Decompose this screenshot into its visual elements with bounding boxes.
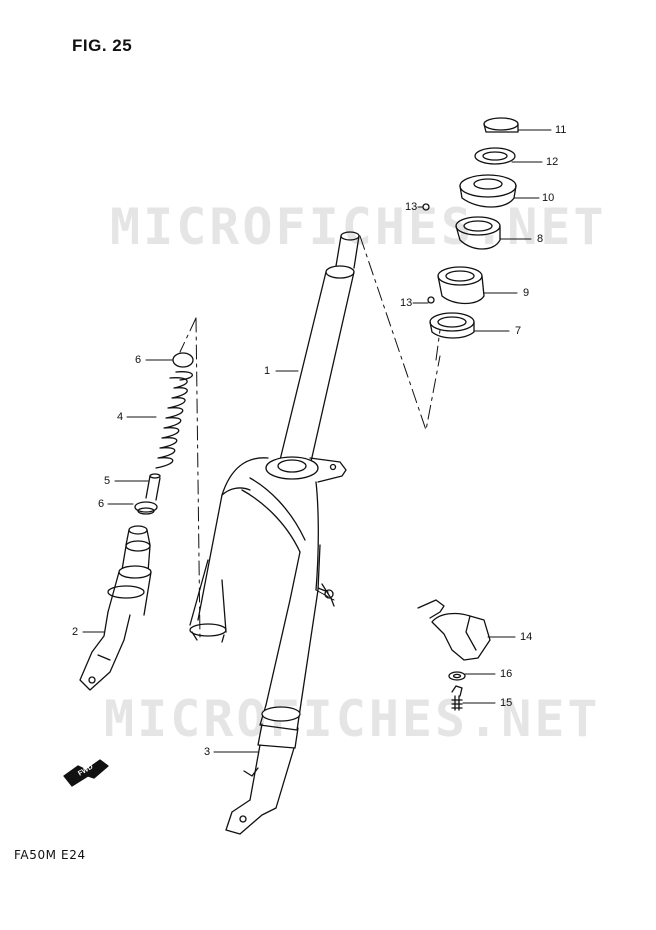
callout-15: 15 [500,697,513,709]
part-3-fork-leg [225,704,301,835]
callout-2: 2 [72,626,79,638]
callout-14: 14 [520,631,533,643]
callout-7: 7 [515,325,522,337]
callout-4: 4 [117,411,124,423]
fwd-arrow-icon [63,759,109,787]
part-2-fork-leg [79,525,152,691]
callout-12: 12 [546,156,559,168]
callout-13-bottom: 13 [400,297,413,309]
callout-6-bottom: 6 [98,498,105,510]
callout-13-top: 13 [405,201,418,213]
callout-1: 1 [264,365,271,377]
figure-title: FIG. 25 [72,36,133,55]
head-bearing-stack [422,117,519,339]
part-4-spring [155,371,193,469]
callout-16: 16 [500,668,513,680]
callout-9: 9 [523,287,530,299]
part-6-cap-top [172,352,194,368]
callout-8: 8 [537,233,544,245]
callout-11: 11 [555,124,567,136]
model-code: FA50M E24 [14,848,86,862]
callout-3: 3 [204,746,211,758]
part-6-washer-bottom [134,501,158,513]
part-5-damper-rod [145,473,161,501]
callout-10: 10 [542,192,555,204]
callout-5: 5 [104,475,111,487]
part-1-steering-stem [189,231,360,711]
callout-6-top: 6 [135,354,142,366]
part-14-steering-lock [417,599,491,711]
